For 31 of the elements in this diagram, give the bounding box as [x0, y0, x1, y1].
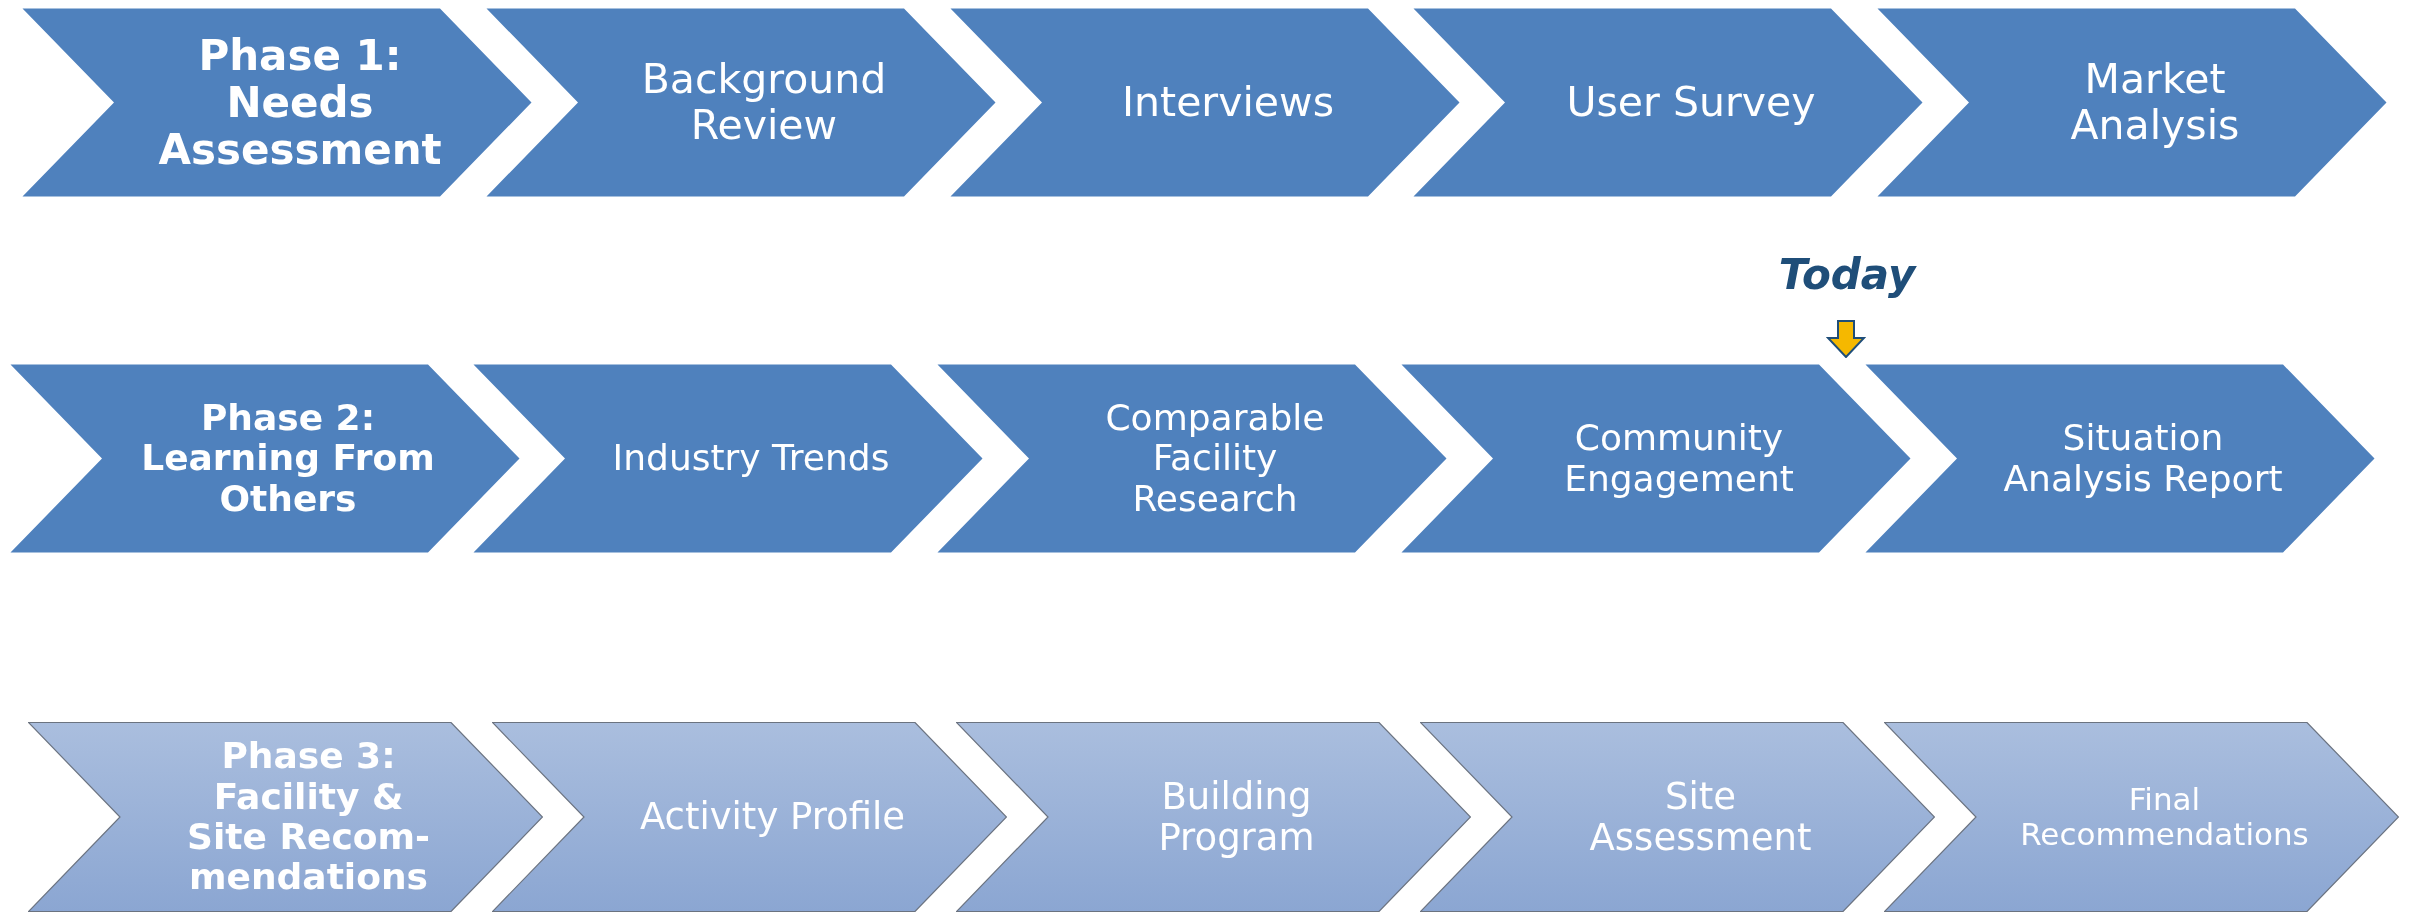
step-text: Market Analysis — [2069, 56, 2241, 149]
chevron-step — [473, 364, 983, 553]
chevron-step — [1413, 8, 1923, 197]
chevron-step — [486, 8, 996, 197]
step-text: Industry Trends — [612, 438, 890, 479]
chevron-step — [1401, 364, 1911, 553]
step-text: Situation Analysis Report — [2002, 418, 2284, 499]
chevron-step — [492, 722, 1007, 912]
phase-heading: Phase 3: Facility & Site Recom- mendations — [185, 736, 432, 898]
step-text: Site Assessment — [1588, 775, 1813, 859]
chevron-step — [1877, 8, 2387, 197]
step-text: Community Engagement — [1563, 418, 1795, 499]
step-text: Background Review — [640, 56, 888, 149]
step-text: Final Recommendations — [2019, 782, 2310, 852]
step-text: Comparable Facility Research — [1104, 398, 1326, 519]
chevron-step — [937, 364, 1447, 553]
chevron-step — [1865, 364, 2375, 553]
step-text: Building Program — [1157, 775, 1316, 859]
step-text: Interviews — [1122, 79, 1334, 126]
chevron-step — [22, 8, 532, 197]
marker-label: Today — [1777, 250, 1918, 299]
chevron-step — [28, 722, 543, 912]
chevron-step — [1420, 722, 1935, 912]
step-text: User Survey — [1566, 79, 1816, 126]
phase-heading: Phase 2: Learning From Others — [140, 398, 436, 519]
chevron-step — [1884, 722, 2399, 912]
chevron-step — [950, 8, 1460, 197]
step-text: Activity Profile — [639, 796, 906, 838]
phase-heading: Phase 1: Needs Assessment — [157, 31, 443, 174]
chevron-step — [956, 722, 1471, 912]
chevron-step — [10, 364, 520, 553]
